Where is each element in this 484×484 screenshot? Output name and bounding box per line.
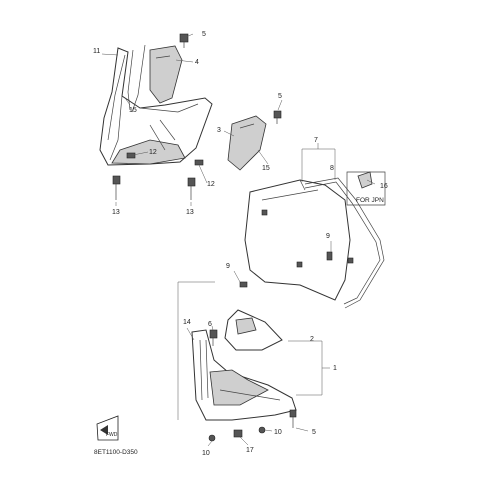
- callout-12: 12: [207, 181, 215, 188]
- callout-4: 4: [195, 59, 199, 66]
- callout-7: 7: [314, 137, 318, 144]
- callout-11: 11: [93, 48, 100, 55]
- callout-5: 5: [278, 93, 282, 100]
- callout-9: 9: [326, 233, 330, 240]
- air-duct-right: [223, 99, 283, 171]
- callout-15: 15: [262, 165, 270, 172]
- callout-5: 5: [202, 31, 206, 38]
- callout-10: 10: [274, 429, 282, 436]
- callout-13: 13: [112, 209, 120, 216]
- callout-5: 5: [312, 429, 316, 436]
- callout-15: 15: [129, 107, 137, 114]
- callout-6: 6: [208, 321, 212, 328]
- side-cowling-upper-left: [99, 33, 213, 206]
- callout-8: 8: [330, 165, 334, 172]
- callout-17: 17: [246, 447, 254, 454]
- forward-direction-icon: FWD: [96, 415, 119, 441]
- for-jpn-note: FOR JPN: [356, 197, 384, 204]
- callout-14: 14: [183, 319, 191, 326]
- fwd-label: FWD: [106, 432, 118, 438]
- callout-9: 9: [226, 263, 230, 270]
- lower-cowling-assembly: [177, 281, 330, 447]
- callout-2: 2: [310, 336, 314, 343]
- callout-10: 10: [202, 450, 210, 457]
- callout-16: 16: [380, 183, 388, 190]
- windscreen-assembly: [233, 143, 386, 309]
- callout-3: 3: [217, 127, 221, 134]
- diagram-code: 8ET1100-D350: [94, 449, 138, 456]
- callout-1: 1: [333, 365, 337, 372]
- callout-12: 12: [149, 149, 157, 156]
- callout-13: 13: [186, 209, 194, 216]
